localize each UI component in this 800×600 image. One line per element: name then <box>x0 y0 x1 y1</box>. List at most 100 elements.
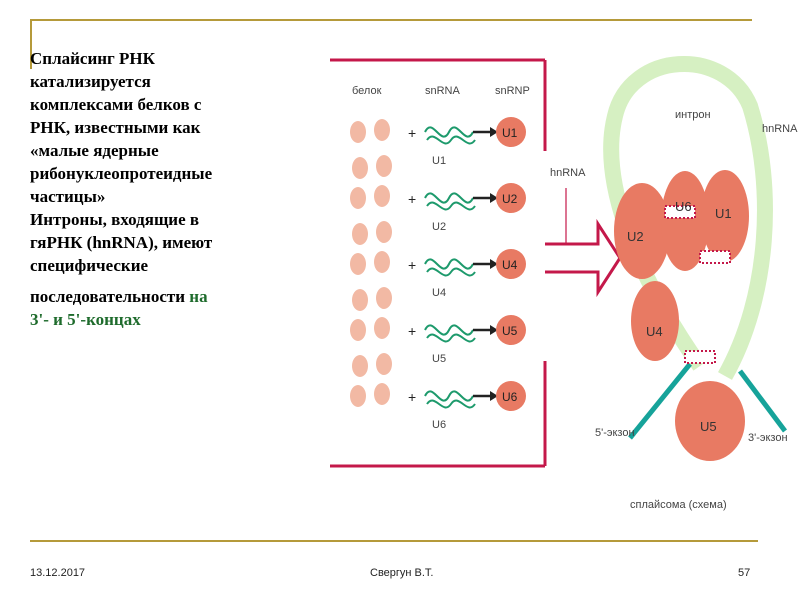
paragraph-2: Интроны, входящие в гяРНК (hnRNA), имеют с… <box>30 208 320 277</box>
splicing-diagram: белок snRNA snRNP +U1U1+U2U2+U4U4+U5U5+U… <box>330 56 798 511</box>
hnrna-label-left: hnRNA <box>550 167 586 179</box>
snrnp-particle <box>496 117 526 147</box>
paragraph-last-line-2: 3'- и 5'-концах <box>30 310 141 329</box>
footer-date: 13.12.2017 <box>30 567 86 579</box>
big-arrow <box>545 218 622 298</box>
top-rule <box>30 19 752 21</box>
plus-sign: + <box>408 257 416 273</box>
snrna-label: U5 <box>432 353 446 365</box>
text-line: комплексами белков с <box>30 95 202 114</box>
intron-label: интрон <box>675 109 711 121</box>
spliceosome-label-u5: U5 <box>700 419 717 434</box>
plus-sign: + <box>408 389 416 405</box>
row-arrow-head <box>490 193 498 203</box>
spliceosome-label-u4: U4 <box>646 324 663 339</box>
snrna-strand <box>424 258 476 277</box>
protein-blob <box>350 187 366 209</box>
text-line: РНК, известными как <box>30 118 201 137</box>
snrnp-u6 <box>661 171 709 271</box>
snrnp-particle <box>496 183 526 213</box>
plus-sign: + <box>408 323 416 339</box>
protein-blob <box>376 353 392 375</box>
spliceosome-label-u2: U2 <box>627 229 644 244</box>
protein-blob <box>374 383 390 405</box>
text-line: специфические <box>30 256 149 275</box>
snrnp-label: U5 <box>502 324 518 338</box>
exon-5-strand <box>628 362 692 440</box>
snrna-strand <box>424 324 476 343</box>
snrnp-label: U2 <box>502 192 518 206</box>
plus-sign: + <box>408 125 416 141</box>
text-line: гяРНК (hnRNA), имеют <box>30 233 213 252</box>
snrna-label: U1 <box>432 155 446 167</box>
text-line: частицы» <box>30 187 106 206</box>
exon-3-strand <box>738 369 787 433</box>
snrnp-u1 <box>701 170 749 262</box>
protein-blob <box>374 185 390 207</box>
row-arrow-head <box>490 259 498 269</box>
spliceosome-caption: сплайсома (схема) <box>630 499 727 511</box>
protein-blob <box>374 119 390 141</box>
binding-site-2 <box>699 250 731 264</box>
protein-blob <box>352 223 368 245</box>
row-arrow-head <box>490 127 498 137</box>
snrnp-label: U6 <box>502 390 518 404</box>
text-line: Сплайсинг РНК <box>30 49 155 68</box>
row-arrow-head <box>490 325 498 335</box>
binding-site-1 <box>664 205 696 219</box>
protein-blob <box>376 221 392 243</box>
protein-blob <box>376 155 392 177</box>
snrnp-u4 <box>631 281 679 361</box>
snrnp-label: U4 <box>502 258 518 272</box>
bottom-rule <box>30 540 758 542</box>
text-black-part: последовательности <box>30 287 190 306</box>
paragraph-last-line-1: последовательности на <box>30 285 320 308</box>
protein-blob <box>352 355 368 377</box>
row-arrow-head <box>490 391 498 401</box>
snrnp-u2 <box>614 183 670 279</box>
protein-blob <box>374 317 390 339</box>
column-header-snrnp: snRNP <box>495 85 530 97</box>
snrna-label: U2 <box>432 221 446 233</box>
footer-page-number: 57 <box>738 567 751 579</box>
column-header-snrna: snRNA <box>425 85 461 97</box>
snrnp-u5 <box>675 381 745 461</box>
left-accent-rule <box>30 19 32 69</box>
protein-blob <box>350 319 366 341</box>
protein-blob <box>352 289 368 311</box>
exon-5-label: 5'-экзон <box>595 427 635 439</box>
snrnp-label: U1 <box>502 126 518 140</box>
text-line: Интроны, входящие в <box>30 210 200 229</box>
text-line: рибонуклеопротеидные <box>30 164 213 183</box>
spliceosome: U2 U6 U1 U4 U5 интрон hnRNA 5'-экзон 3'-… <box>595 56 798 511</box>
snrna-label: U6 <box>432 419 446 431</box>
protein-blob <box>350 253 366 275</box>
snrnp-particle <box>496 315 526 345</box>
snrna-strand <box>424 390 476 409</box>
snrna-label: U4 <box>432 287 446 299</box>
footer-author: Свергун В.Т. <box>370 567 434 579</box>
snrna-strand <box>424 126 476 145</box>
protein-blob <box>352 157 368 179</box>
hnrna-label-right: hnRNA <box>762 123 798 135</box>
protein-blob <box>376 287 392 309</box>
column-header-protein: белок <box>352 85 382 97</box>
text-line: «малые ядерные <box>30 141 159 160</box>
spliceosome-label-u6: U6 <box>675 199 692 214</box>
snrna-strand <box>424 192 476 211</box>
protein-blob <box>350 121 366 143</box>
snrnp-particle <box>496 249 526 279</box>
plus-sign: + <box>408 191 416 207</box>
protein-blob <box>350 385 366 407</box>
exon-3-label: 3'-экзон <box>748 432 788 444</box>
binding-site-3 <box>684 350 716 364</box>
spliceosome-label-u1: U1 <box>715 206 732 221</box>
